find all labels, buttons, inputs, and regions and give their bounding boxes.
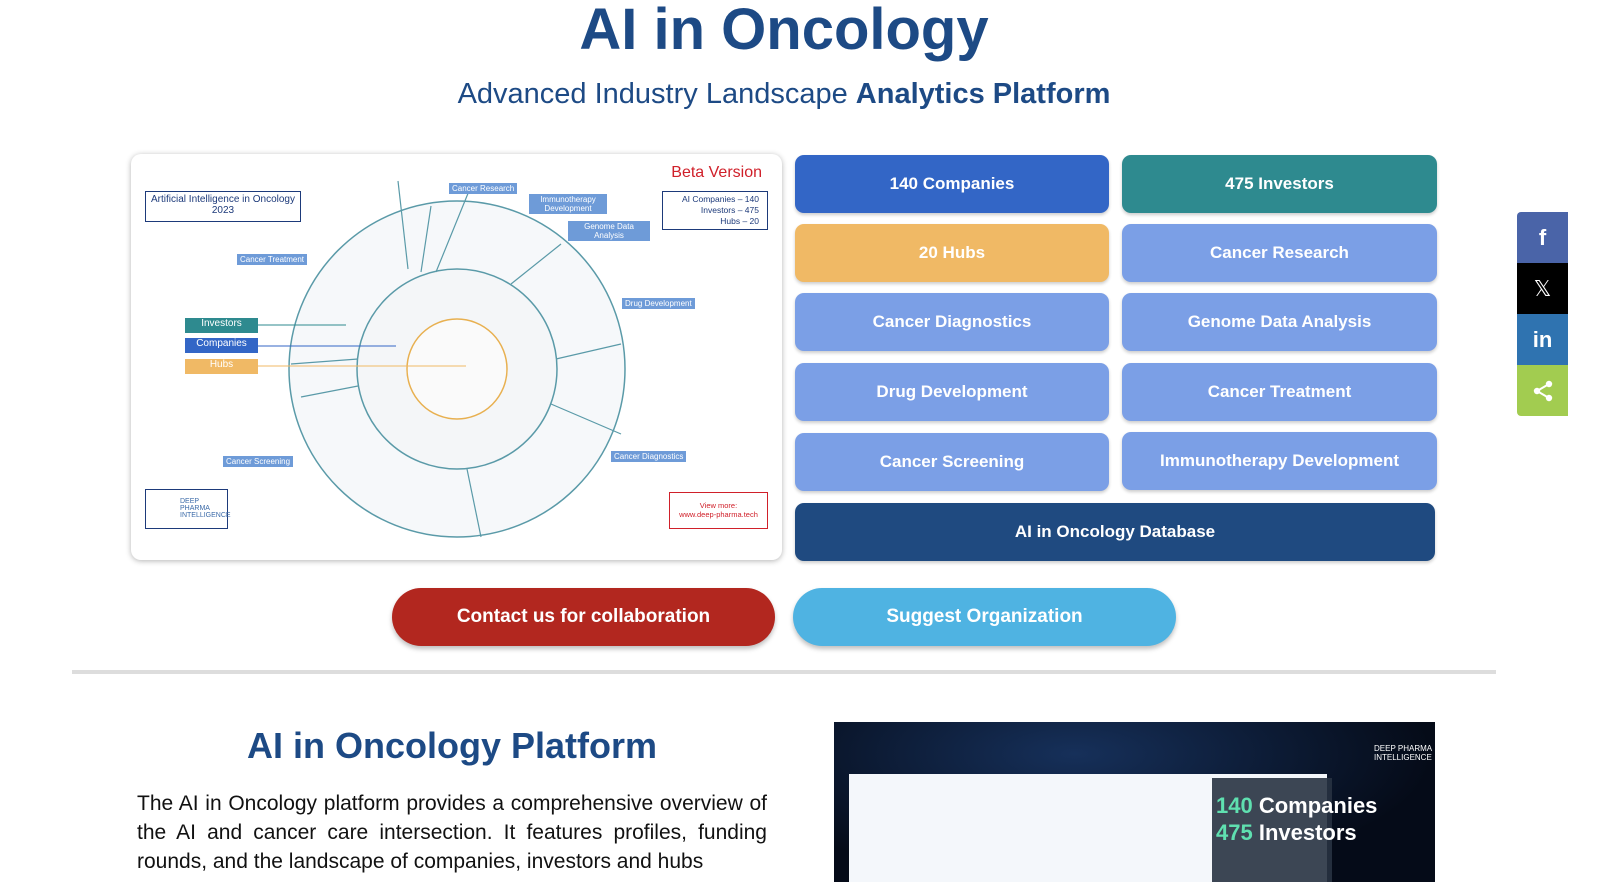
subtitle-text: Advanced Industry Landscape <box>457 78 856 110</box>
segment-label: Drug Development <box>622 298 695 309</box>
legend-hubs: Hubs <box>185 359 258 374</box>
linkedin-icon: in <box>1532 326 1553 352</box>
cancer-treatment-button[interactable]: Cancer Treatment <box>1122 363 1437 421</box>
suggest-organization-button[interactable]: Suggest Organization <box>793 588 1176 646</box>
infographic-title: Artificial Intelligence in Oncology 2023 <box>145 191 301 222</box>
contact-button[interactable]: Contact us for collaboration <box>392 588 775 646</box>
promo-stats: 140 Companies 475 Investors <box>1212 778 1377 882</box>
section-divider <box>72 670 1496 674</box>
landscape-infographic[interactable]: Beta Version Artificial Intelligence in … <box>131 154 782 560</box>
view-more-box: View more:www.deep-pharma.tech <box>669 492 768 529</box>
section-paragraph: The AI in Oncology platform provides a c… <box>137 792 767 873</box>
landscape-wheel <box>257 180 626 538</box>
stat-investors: Investors – 475 <box>700 205 759 215</box>
promo-investors-count: 475 <box>1216 820 1253 845</box>
genome-data-analysis-button[interactable]: Genome Data Analysis <box>1122 293 1437 351</box>
cancer-screening-button[interactable]: Cancer Screening <box>795 433 1109 491</box>
legend-companies: Companies <box>185 338 258 353</box>
promo-companies-label: Companies <box>1252 793 1378 818</box>
database-button[interactable]: AI in Oncology Database <box>795 503 1435 561</box>
subtitle-emphasis: Analytics Platform <box>855 78 1111 110</box>
section-heading: AI in Oncology Platform <box>246 725 658 766</box>
facebook-icon: f <box>1538 224 1547 250</box>
promo-logo: DEEP PHARMA INTELLIGENCE <box>1374 744 1432 762</box>
investors-button[interactable]: 475 Investors <box>1122 155 1437 213</box>
cancer-research-button[interactable]: Cancer Research <box>1122 224 1437 282</box>
hubs-button[interactable]: 20 Hubs <box>795 224 1109 282</box>
legend-investors: Investors <box>185 318 258 333</box>
facebook-share-button[interactable]: f <box>1517 212 1568 263</box>
segment-label: Genome Data Analysis <box>568 221 650 241</box>
x-share-button[interactable]: 𝕏 <box>1517 263 1568 314</box>
segment-label: Cancer Research <box>449 183 518 194</box>
x-icon: 𝕏 <box>1533 275 1552 301</box>
promo-investors-label: Investors <box>1252 820 1357 845</box>
drug-development-button[interactable]: Drug Development <box>795 363 1109 421</box>
segment-label: Cancer Diagnostics <box>611 451 687 462</box>
companies-button[interactable]: 140 Companies <box>795 155 1109 213</box>
share-button[interactable] <box>1517 365 1568 416</box>
page-subtitle: Advanced Industry Landscape Analytics Pl… <box>0 78 1568 111</box>
view-more-label: View more: <box>699 501 738 510</box>
promo-companies-count: 140 <box>1216 793 1253 818</box>
share-icon <box>1533 380 1552 401</box>
segment-label: Cancer Screening <box>223 456 294 467</box>
stat-hubs: Hubs – 20 <box>720 216 759 226</box>
segment-label: Immunotherapy Development <box>529 194 607 214</box>
segment-label: Cancer Treatment <box>237 254 308 265</box>
cancer-diagnostics-button[interactable]: Cancer Diagnostics <box>795 293 1109 351</box>
stat-companies: AI Companies – 140 <box>681 194 759 204</box>
deep-pharma-logo: DEEP PHARMA INTELLIGENCE <box>145 489 231 529</box>
linkedin-share-button[interactable]: in <box>1517 314 1568 365</box>
immunotherapy-development-button[interactable]: Immunotherapy Development <box>1122 432 1437 490</box>
view-more-url: www.deep-pharma.tech <box>679 510 758 519</box>
beta-label: Beta Version <box>671 164 762 181</box>
share-bar: f 𝕏 in <box>1517 212 1568 416</box>
promo-image: DEEP PHARMA INTELLIGENCE 140 Companies 4… <box>834 722 1435 882</box>
page-title: AI in Oncology <box>579 0 989 62</box>
